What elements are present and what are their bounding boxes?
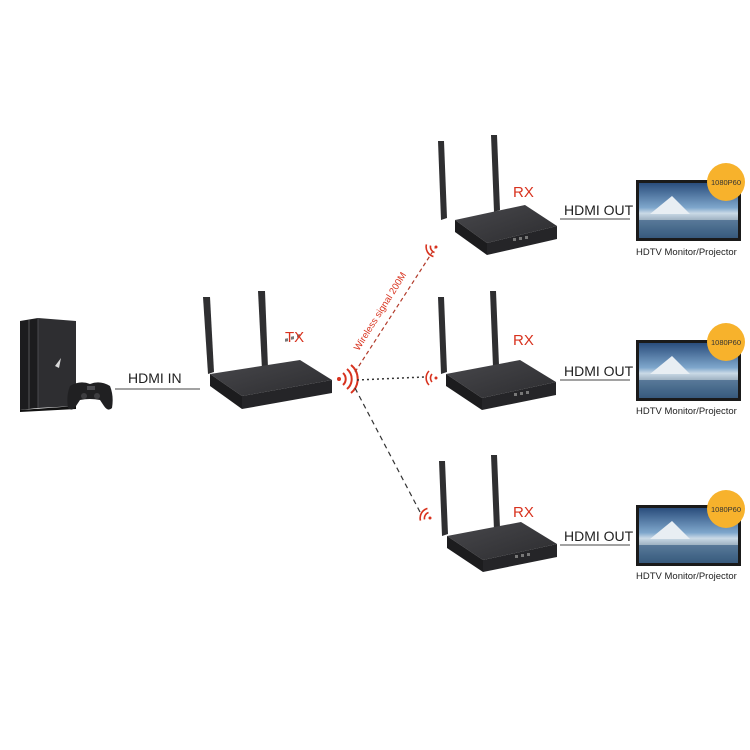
- rx-label-1: RX: [513, 184, 534, 201]
- rx-label-2: RX: [513, 332, 534, 349]
- monitor-caption-2: HDTV Monitor/Projector: [636, 406, 737, 417]
- resolution-badge-2: 1080P60: [707, 323, 745, 361]
- hdmi-out-label-2: HDMI OUT: [564, 363, 634, 379]
- hdmi-in-label: HDMI IN: [128, 370, 182, 386]
- tx-signal-emitter-icon: [337, 364, 359, 394]
- tx-label: TX: [285, 329, 305, 346]
- resolution-badge-3: 1080P60: [707, 490, 745, 528]
- hdmi-out-label-1: HDMI OUT: [564, 202, 634, 218]
- game-controller: [67, 382, 113, 410]
- hdmi-out-label-3: HDMI OUT: [564, 528, 634, 544]
- receiver-device-2: [438, 291, 556, 410]
- game-console: [20, 318, 76, 412]
- transmitter-device: [203, 291, 332, 409]
- rx-signal-icon-2: [425, 370, 438, 386]
- receiver-device-1: [438, 135, 557, 255]
- receiver-device-3: [439, 455, 557, 572]
- rx-label-3: RX: [513, 504, 534, 521]
- rx-signal-icon-3: [419, 507, 432, 521]
- monitor-caption-3: HDTV Monitor/Projector: [636, 571, 737, 582]
- wireless-signal-lines: [354, 247, 436, 513]
- resolution-badge-1: 1080P60: [707, 163, 745, 201]
- rx-signal-icon-1: [425, 244, 438, 258]
- monitor-caption-1: HDTV Monitor/Projector: [636, 247, 737, 258]
